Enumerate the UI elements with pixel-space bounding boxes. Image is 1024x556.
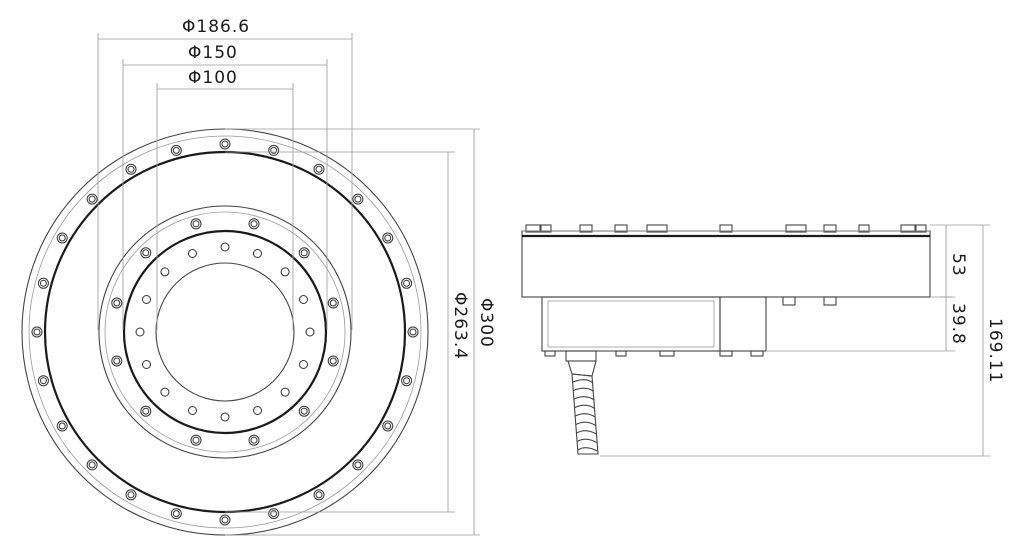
rotor-hole-inner (192, 220, 200, 228)
flange-hole-inner (384, 234, 392, 242)
side-bolt-b (823, 296, 837, 306)
output-hole (253, 406, 262, 415)
output-hole (188, 406, 197, 415)
output-hole (142, 360, 151, 369)
side-dimensions (600, 224, 990, 457)
flange-hole-inner (354, 195, 362, 203)
center-bore (155, 262, 295, 402)
housing-body (521, 230, 931, 298)
spring-coil (573, 387, 594, 392)
flange-hole-inner (33, 328, 41, 336)
rotor-hole-inner (113, 299, 121, 307)
flange-hole-inner (315, 165, 323, 173)
flange-hole-inner (88, 461, 96, 469)
connector-box (719, 296, 767, 352)
flange-bolt-holes (31, 138, 419, 526)
flange-outer-circle (21, 128, 429, 536)
output-hole (220, 242, 230, 252)
flange-hole-inner (270, 146, 278, 154)
flange-hole-inner (409, 328, 417, 336)
output-hole (299, 295, 308, 304)
output-hole (220, 412, 230, 422)
spring-coil (573, 396, 595, 401)
output-hole (188, 249, 197, 258)
dim-186-6-label: Φ186.6 (182, 17, 250, 37)
flange-hole-inner (221, 140, 229, 148)
dim-150-label: Φ150 (188, 43, 238, 63)
front-top-dimensions (97, 33, 353, 330)
output-hole (253, 249, 262, 258)
output-hole (160, 267, 170, 277)
flange-hole-inner (315, 491, 323, 499)
dim-263-4-label: Φ263.4 (450, 292, 470, 360)
output-hole (305, 327, 315, 337)
flange-hole-inner (127, 491, 135, 499)
output-hole (299, 360, 308, 369)
rotor-hole-inner (329, 357, 337, 365)
rotor-hole-inner (300, 407, 308, 415)
spring-coil (575, 421, 596, 426)
flange-hole-inner (127, 165, 135, 173)
rotor-hole-inner (250, 220, 258, 228)
spring-coil (575, 413, 596, 418)
rotor-hole-inner (142, 407, 150, 415)
spring-coil (572, 379, 594, 384)
cable-gland (565, 350, 599, 455)
output-hole (135, 327, 145, 337)
top-bolt-heads (525, 224, 927, 233)
rotor-hole-inner (329, 299, 337, 307)
spring-coil (576, 430, 597, 435)
rotor-hole-inner (300, 249, 308, 257)
rotor-ring (122, 229, 328, 435)
flange-hole-inner (58, 422, 66, 430)
front-view: Φ186.6 Φ150 Φ100 Φ263.4 Φ300 (21, 17, 496, 536)
flange-hole-inner (39, 279, 47, 287)
output-hole (160, 387, 170, 397)
dim-53-label: 53 (948, 253, 968, 277)
front-right-dimensions (225, 128, 480, 536)
spring-coil (576, 438, 597, 443)
flange-hole-inner (354, 461, 362, 469)
output-bolt-holes (135, 242, 315, 422)
dim-169-11-label: 169.11 (985, 318, 1005, 383)
output-hole (280, 387, 290, 397)
output-hole (280, 267, 290, 277)
flange-hole-inner (384, 422, 392, 430)
bottom-bolt-heads (544, 350, 764, 357)
flange-hole-inner (403, 377, 411, 385)
flange-hole-inner (221, 516, 229, 524)
flange-hole-inner (39, 377, 47, 385)
dim-100-label: Φ100 (188, 68, 238, 88)
flange-hole-inner (270, 510, 278, 518)
output-hole (142, 295, 151, 304)
rotor-hole-inner (113, 357, 121, 365)
flange-hole-inner (172, 510, 180, 518)
side-view: 53 39.8 169.11 (521, 224, 1005, 457)
dim-300-label: Φ300 (476, 298, 496, 348)
flange-inner-edge (28, 135, 422, 529)
rotor-hole-inner (192, 436, 200, 444)
rotor-outer-circle (98, 205, 352, 459)
rotor-hole-inner (250, 436, 258, 444)
flange-hole-inner (403, 279, 411, 287)
rotor-bolt-holes (111, 218, 339, 446)
rotor-edge (104, 211, 346, 453)
rotor-hole-inner (142, 249, 150, 257)
dim-39-8-label: 39.8 (948, 303, 968, 345)
spring-coil (574, 404, 595, 409)
flange-hole-inner (88, 195, 96, 203)
side-bolt-a (782, 296, 796, 306)
flange-hole-inner (172, 146, 180, 154)
lower-body (541, 296, 721, 352)
flange-hole-inner (58, 234, 66, 242)
spring-coil (577, 447, 598, 452)
